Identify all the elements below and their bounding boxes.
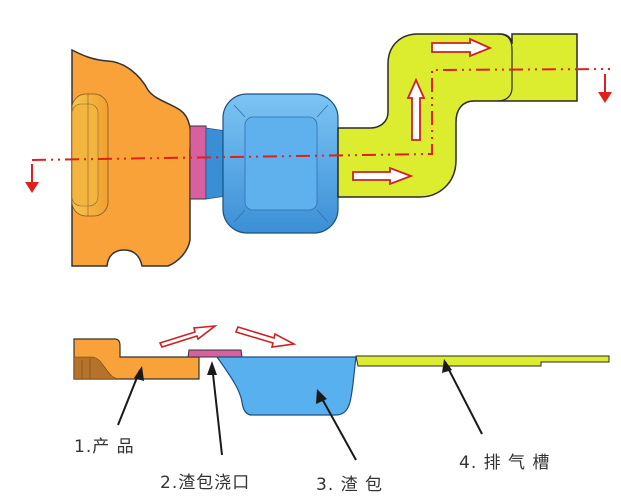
product-section	[73, 338, 200, 380]
label-gate: 2.渣包浇口	[160, 473, 251, 493]
section-line-top	[31, 68, 611, 161]
flow-arrow-icon	[352, 166, 414, 186]
leader-line-slag-pocket	[319, 394, 357, 461]
gate-section	[187, 349, 243, 358]
section-arrow-left-icon	[25, 164, 39, 193]
leader-lines	[117, 359, 483, 461]
leader-line-gate	[211, 364, 223, 456]
vent-section	[355, 355, 610, 367]
leader-line-vent	[445, 363, 483, 435]
slag-pocket-section	[215, 356, 357, 416]
top-view	[25, 33, 612, 267]
label-product: 1.产 品	[74, 437, 135, 457]
flow-arrow-icon	[158, 324, 218, 348]
section-view	[73, 324, 610, 461]
label-vent: 4. 排 气 槽	[459, 453, 551, 473]
flow-arrow-icon	[234, 326, 297, 348]
leader-line-product	[117, 369, 141, 426]
gate-top	[189, 125, 207, 200]
section-arrow-right-icon	[598, 74, 612, 103]
flow-arrow-icon	[406, 77, 426, 141]
slag-pocket-top	[222, 93, 339, 234]
label-slag-pocket: 3. 渣 包	[316, 475, 384, 495]
flow-arrow-icon	[431, 37, 493, 58]
